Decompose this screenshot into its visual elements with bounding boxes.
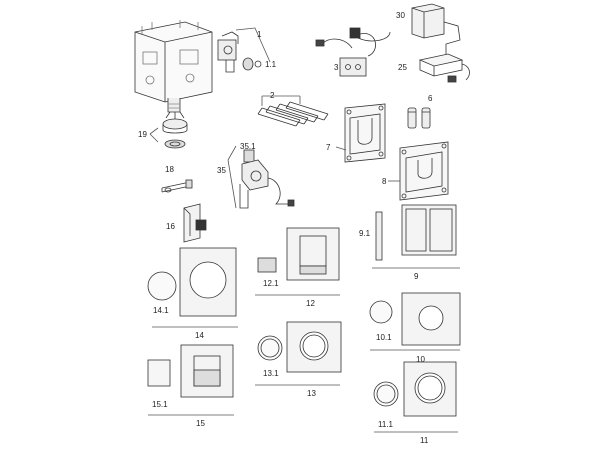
part-ring-11-1 bbox=[373, 381, 399, 407]
label-19: 19 bbox=[138, 130, 147, 139]
part-transformer bbox=[418, 53, 470, 83]
label-13-1: 13.1 bbox=[263, 369, 279, 378]
label-9: 9 bbox=[414, 272, 419, 281]
part-seal-set bbox=[162, 111, 188, 149]
part-electronics-cable bbox=[315, 27, 391, 77]
part-insert-15-1 bbox=[147, 359, 171, 387]
part-actuator-plate-11 bbox=[403, 361, 457, 417]
label-12: 12 bbox=[306, 299, 315, 308]
part-solenoid-valve bbox=[239, 149, 295, 209]
label-11-1: 11.1 bbox=[378, 420, 394, 429]
part-actuator-plate-13 bbox=[286, 321, 342, 373]
part-actuator-plate-15 bbox=[180, 344, 234, 398]
label-35: 35 bbox=[217, 166, 226, 175]
part-bracket bbox=[183, 203, 207, 243]
label-6: 6 bbox=[428, 94, 433, 103]
label-1-1: 1.1 bbox=[265, 60, 277, 69]
part-installation-box bbox=[134, 20, 213, 113]
label-7: 7 bbox=[326, 143, 331, 152]
label-35-1: 35.1 bbox=[240, 142, 256, 151]
label-25: 25 bbox=[398, 63, 407, 72]
part-batteries bbox=[407, 107, 431, 129]
leader-line bbox=[235, 27, 271, 63]
label-10-1: 10.1 bbox=[376, 333, 392, 342]
label-2: 2 bbox=[270, 91, 275, 100]
part-mounting-frame bbox=[344, 103, 386, 163]
label-12-1: 12.1 bbox=[263, 279, 279, 288]
label-30: 30 bbox=[396, 11, 405, 20]
label-8: 8 bbox=[382, 177, 387, 186]
label-14-1: 14.1 bbox=[153, 306, 169, 315]
label-18: 18 bbox=[165, 165, 174, 174]
part-screw bbox=[161, 179, 193, 193]
label-16: 16 bbox=[166, 222, 175, 231]
part-power-supply bbox=[411, 3, 461, 60]
part-actuator-plate-9 bbox=[401, 204, 457, 256]
part-fixing-screws bbox=[257, 101, 329, 127]
label-10: 10 bbox=[416, 355, 425, 364]
label-3: 3 bbox=[334, 63, 339, 72]
label-1: 1 bbox=[257, 30, 262, 39]
part-valve bbox=[217, 31, 262, 73]
part-cover-strip-9-1 bbox=[375, 211, 383, 261]
part-ring-13-1 bbox=[257, 335, 283, 361]
label-14: 14 bbox=[195, 331, 204, 340]
part-ring-10-1 bbox=[369, 300, 393, 324]
label-15-1: 15.1 bbox=[152, 400, 168, 409]
label-11: 11 bbox=[420, 436, 429, 445]
part-actuator-plate-10 bbox=[401, 292, 461, 346]
label-15: 15 bbox=[196, 419, 205, 428]
label-9-1: 9.1 bbox=[359, 229, 371, 238]
part-mounting-frame-alt bbox=[399, 141, 449, 201]
part-insert-12-1 bbox=[257, 257, 277, 273]
part-actuator-plate-12 bbox=[286, 227, 340, 281]
part-ring-14-1 bbox=[147, 271, 177, 301]
part-actuator-plate-14 bbox=[179, 247, 237, 317]
label-13: 13 bbox=[307, 389, 316, 398]
